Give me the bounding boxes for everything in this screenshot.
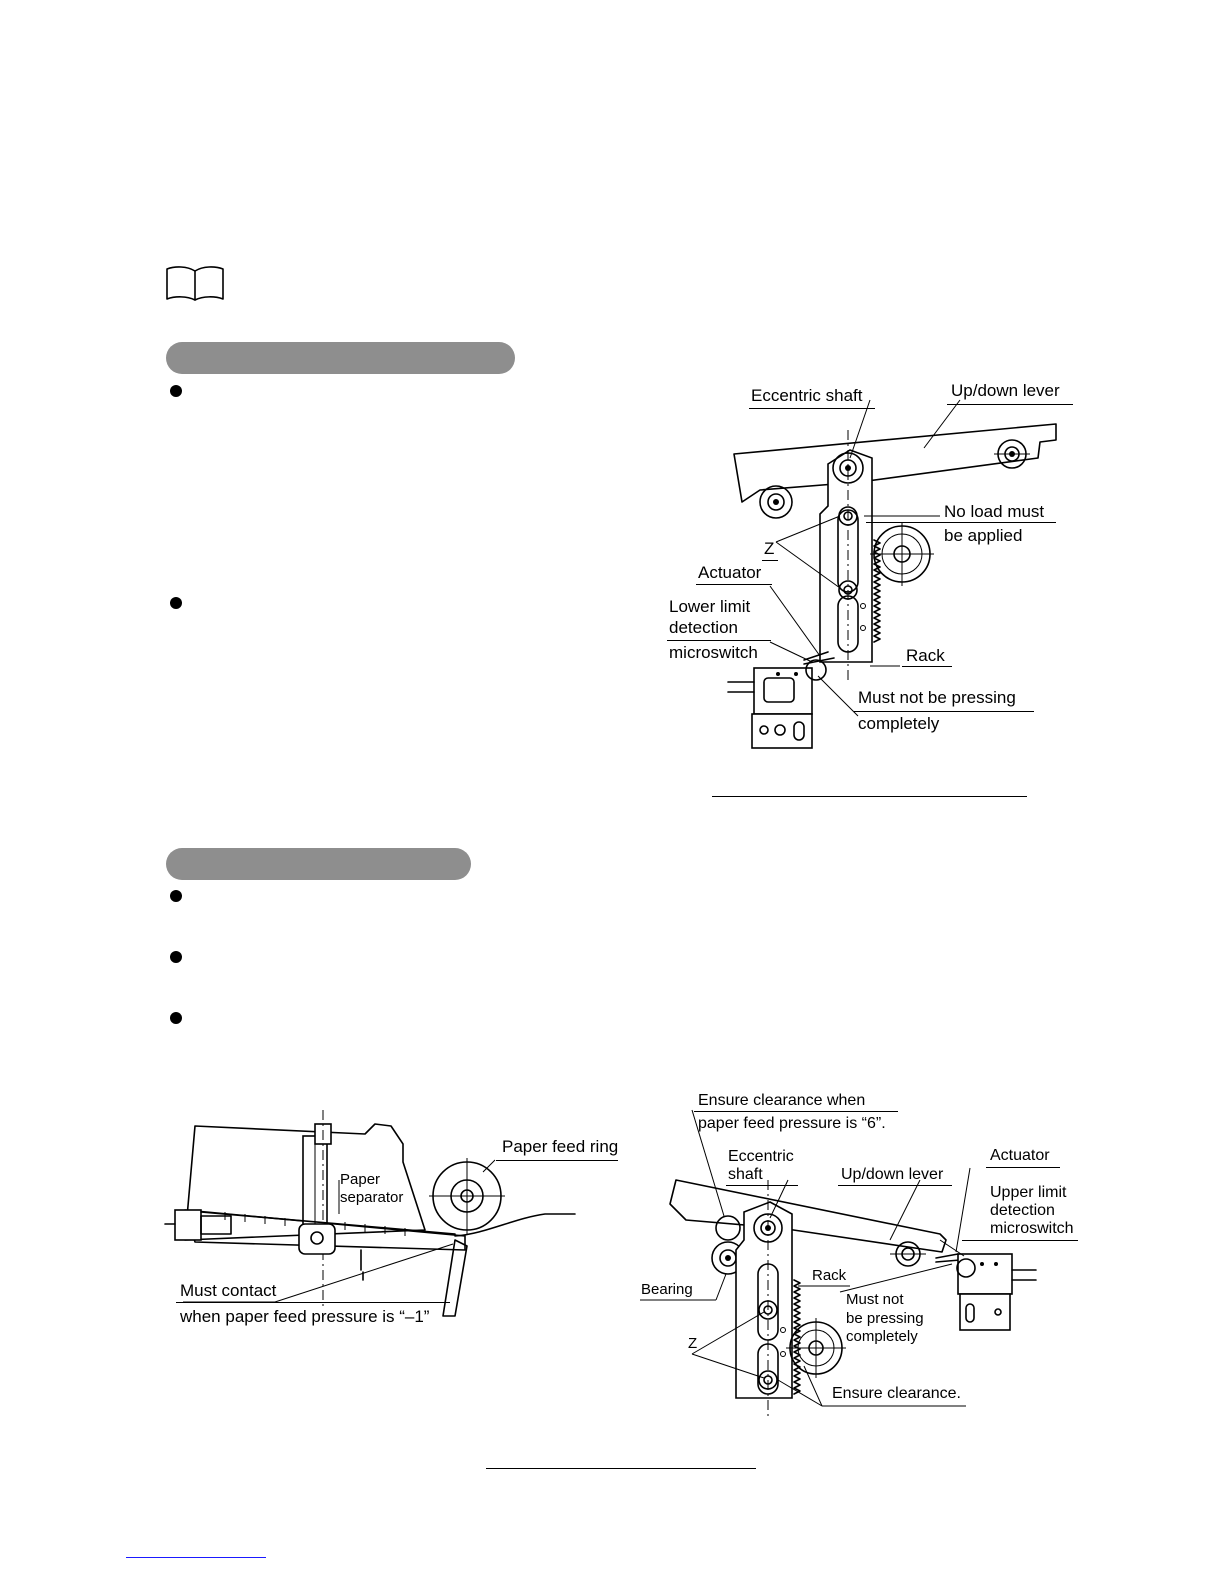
label-must-not-2-line1: Must not xyxy=(846,1291,904,1308)
label-underline xyxy=(694,1111,898,1112)
label-z: Z xyxy=(764,539,775,558)
label-underline xyxy=(866,522,1056,523)
label-eccentric-line1: Eccentric xyxy=(728,1148,794,1165)
label-must-contact-line1: Must contact xyxy=(180,1281,277,1300)
bullet-marker xyxy=(170,951,182,963)
bullet-marker xyxy=(170,597,182,609)
figure-upper-limit-adjustment xyxy=(640,1109,1037,1420)
label-ensure-clearance-line2: paper feed pressure is “6”. xyxy=(698,1115,886,1132)
open-book-icon xyxy=(166,266,224,301)
label-underline xyxy=(986,1167,1060,1168)
label-paper-feed-ring: Paper feed ring xyxy=(502,1137,619,1156)
label-upper-limit-line3: microswitch xyxy=(990,1220,1074,1237)
label-underline xyxy=(762,560,778,561)
label-rack: Rack xyxy=(906,646,945,665)
label-underline xyxy=(726,1185,798,1186)
label-updown-lever: Up/down lever xyxy=(951,381,1060,400)
label-lower-limit-line1: Lower limit xyxy=(669,597,751,616)
label-underline xyxy=(838,1185,952,1186)
label-actuator-2: Actuator xyxy=(990,1147,1050,1164)
label-must-contact-line2: when paper feed pressure is “–1” xyxy=(180,1307,430,1326)
label-eccentric-line2: shaft xyxy=(728,1166,763,1183)
label-upper-limit-line2: detection xyxy=(990,1202,1055,1219)
label-underline xyxy=(902,666,952,667)
label-underline xyxy=(696,584,772,585)
label-underline xyxy=(749,408,875,409)
label-no-load-line2: be applied xyxy=(944,526,1023,545)
label-underline xyxy=(176,1302,450,1303)
label-underline xyxy=(962,1240,1078,1241)
footer-link[interactable] xyxy=(126,1557,266,1558)
label-must-not-line2: completely xyxy=(858,714,940,733)
bullet-marker xyxy=(170,385,182,397)
label-underline xyxy=(947,404,1073,405)
label-eccentric-shaft: Eccentric shaft xyxy=(751,386,863,405)
figure-caption-rule xyxy=(486,1468,756,1469)
label-must-not-2-line3: completely xyxy=(846,1328,918,1345)
label-paper-separator-line1: Paper xyxy=(340,1171,381,1188)
label-rack-2: Rack xyxy=(812,1267,847,1284)
section-header-bar-1 xyxy=(166,342,515,374)
label-updown-lever-2: Up/down lever xyxy=(841,1166,944,1183)
section-header-bar-2 xyxy=(166,848,471,880)
label-underline xyxy=(496,1160,618,1161)
bullet-marker xyxy=(170,1012,182,1024)
label-lower-limit-line2: detection xyxy=(669,618,738,637)
label-underline xyxy=(854,711,1034,712)
label-underline xyxy=(667,640,771,641)
figure-paper-separator xyxy=(164,1110,576,1317)
label-ensure-clearance-bottom: Ensure clearance. xyxy=(832,1385,961,1402)
bullet-marker xyxy=(170,890,182,902)
label-lower-limit-line3: microswitch xyxy=(669,643,758,662)
label-upper-limit-line1: Upper limit xyxy=(990,1184,1067,1201)
label-actuator: Actuator xyxy=(698,563,762,582)
label-no-load-line1: No load must xyxy=(944,502,1045,521)
label-ensure-clearance-line1: Ensure clearance when xyxy=(698,1092,866,1109)
label-paper-separator-line2: separator xyxy=(340,1189,404,1206)
figure-caption-rule xyxy=(712,796,1027,797)
label-z-2: Z xyxy=(688,1335,698,1352)
figure-lower-limit-adjustment xyxy=(727,399,1057,749)
label-bearing: Bearing xyxy=(641,1281,693,1298)
label-must-not-2-line2: be pressing xyxy=(846,1310,924,1327)
label-must-not-line1: Must not be pressing xyxy=(858,688,1016,707)
